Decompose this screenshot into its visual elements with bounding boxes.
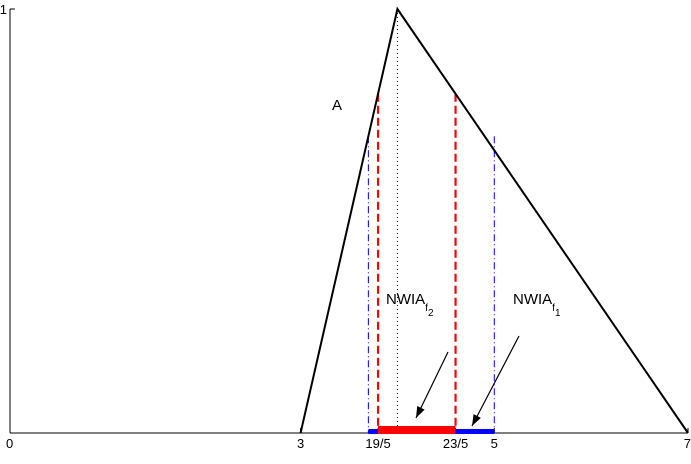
- guide-lines: [367, 9, 495, 433]
- x-tick-label-3: 23/5: [443, 436, 468, 451]
- nwia-f2-label: NWIAf2: [386, 291, 434, 319]
- triangle-a-label: A: [332, 97, 342, 114]
- triangle-series: [299, 6, 689, 434]
- x-tick-label-4: 5: [491, 436, 498, 451]
- interval-bar-1: [378, 426, 456, 434]
- nwia-f1-label: NWIAf1: [513, 291, 561, 319]
- triangle-a-line: [299, 6, 689, 434]
- x-tick-label-5: 7: [684, 436, 691, 451]
- nwia-f2-arrow-shaft: [415, 351, 449, 419]
- nwia-f1-arrow-head: [472, 414, 481, 426]
- labels: A NWIAf2 NWIAf1: [332, 97, 561, 427]
- x-tick-label-0: 0: [6, 436, 13, 451]
- nwia-f1-arrow-shaft: [471, 335, 520, 427]
- x-tick-label-2: 19/5: [365, 436, 390, 451]
- nwia-f2-arrow-head: [416, 406, 425, 418]
- interval-bars: [368, 426, 495, 434]
- y-tick-label-0: 1: [0, 2, 7, 17]
- x-tick-label-1: 3: [297, 436, 304, 451]
- axes: 0 3 19/5 23/5 5 7 1: [0, 2, 691, 451]
